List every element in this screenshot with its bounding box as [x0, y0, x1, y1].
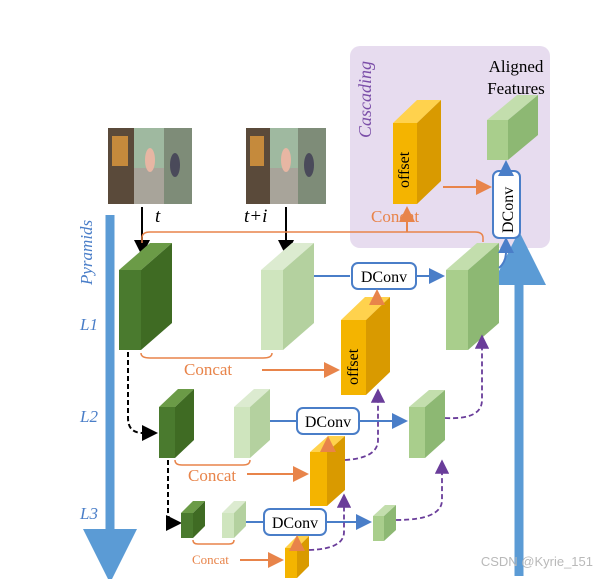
cascading-concat-bracket: [141, 231, 484, 243]
l3-ref-feature-block: [181, 501, 205, 538]
watermark: CSDN @Kyrie_151: [480, 554, 593, 569]
l1-ref-feature-block: [119, 243, 172, 350]
frame-thumbnail-t-plus-i: [246, 128, 326, 204]
l2-aligned-feature-block: [409, 390, 445, 458]
l1-concat-label: Concat: [184, 360, 232, 379]
pyramids-label: Pyramids: [77, 219, 96, 286]
l3-concat-label: Concat: [192, 552, 229, 567]
l2-offset-block: [310, 436, 345, 506]
level-label-l3: L3: [79, 504, 98, 523]
l3-aligned-upsample-arrow: [395, 459, 450, 521]
frame-label-t-plus-i: t+i: [244, 206, 267, 227]
l1-concat-bracket: [140, 352, 273, 359]
cascading-offset-label: offset: [396, 151, 413, 188]
l3-nbr-feature-block: [222, 501, 246, 538]
l1-aligned-feature-block: [446, 243, 499, 350]
l1-nbr-feature-block: [261, 243, 314, 350]
level-label-l1: L1: [79, 315, 98, 334]
l2-ref-feature-block: [159, 389, 194, 458]
l2-offset-upsample-arrow: [344, 388, 386, 461]
aligned-features-label-line1: Aligned: [489, 57, 544, 76]
aligned-features-block: [487, 95, 538, 160]
aligned-features-label-line2: Features: [487, 79, 545, 98]
l1-offset-block: offset: [341, 297, 390, 395]
l2-aligned-upsample-arrow: [444, 334, 490, 420]
l3-offset-block: [285, 536, 309, 578]
cascading-dconv-label: DConv: [500, 187, 517, 233]
l3-dconv-label: DConv: [272, 515, 318, 532]
l2-to-l3-downsample-arrow: [165, 460, 182, 531]
level-label-l2: L2: [79, 407, 98, 426]
l3-aligned-feature-block: [373, 505, 396, 541]
l2-concat-bracket: [174, 459, 251, 466]
frame-thumbnail-t: [108, 128, 192, 204]
cascading-concat-label: Concat: [371, 207, 419, 226]
l2-concat-label: Concat: [188, 466, 236, 485]
l2-nbr-feature-block: [234, 389, 270, 458]
cascading-offset-block: offset: [393, 100, 441, 204]
l1-to-l2-downsample-arrow: [127, 352, 158, 441]
frame-label-t: t: [155, 206, 161, 227]
l1-offset-label: offset: [345, 348, 362, 385]
l2-dconv-label: DConv: [305, 414, 351, 431]
l3-offset-upsample-arrow: [308, 493, 352, 551]
l3-concat-bracket: [192, 539, 235, 545]
l1-aligned-to-cascading-dconv-arrow: [498, 237, 514, 269]
cascading-label: Cascading: [355, 61, 375, 138]
l1-dconv-label: DConv: [361, 269, 407, 286]
